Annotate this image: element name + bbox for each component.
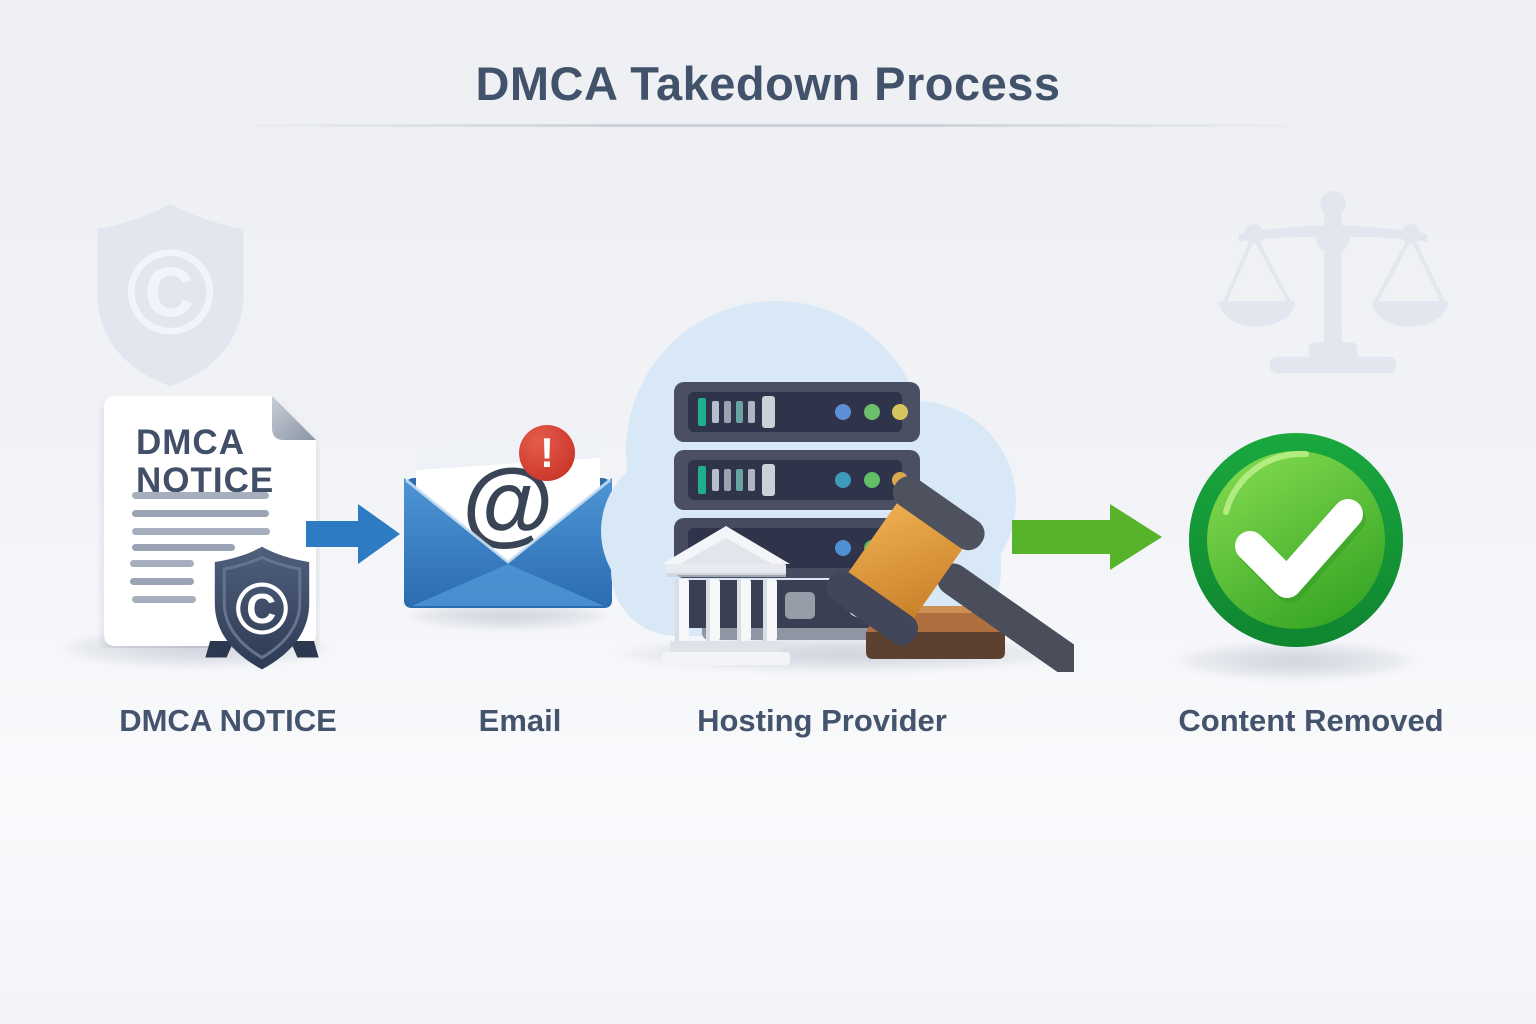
copyright-shield-watermark-icon: © bbox=[97, 203, 244, 387]
document-folded-corner bbox=[272, 396, 316, 440]
gavel-head-and-handle bbox=[826, 476, 1074, 672]
envelope-bottom-fold bbox=[412, 564, 604, 606]
checkmark bbox=[1235, 499, 1363, 598]
copyright-shield-badge-icon: © bbox=[205, 546, 319, 670]
alert-badge-icon: ! bbox=[519, 425, 575, 481]
arrow-hosting-to-removed bbox=[1012, 504, 1162, 570]
server-unit-1 bbox=[674, 382, 920, 442]
document-title-line1: DMCA bbox=[136, 423, 245, 462]
gavel-handle bbox=[937, 563, 1074, 672]
gavel-icon bbox=[826, 476, 1074, 672]
title-divider bbox=[220, 124, 1320, 127]
step-label-hosting-provider: Hosting Provider bbox=[697, 703, 947, 738]
watermark-copyright-symbol: © bbox=[126, 224, 215, 359]
bank-columns bbox=[675, 579, 777, 641]
green-check-circle-icon bbox=[1189, 433, 1403, 647]
email-envelope-icon: @ ! bbox=[404, 425, 612, 608]
step-label-email: Email bbox=[478, 703, 562, 738]
scales-of-justice-watermark-icon bbox=[1218, 190, 1449, 374]
bank-building-icon bbox=[662, 526, 790, 665]
document-text-lines bbox=[130, 492, 270, 603]
exclamation-mark: ! bbox=[540, 429, 554, 476]
page-title: DMCA Takedown Process bbox=[475, 57, 1061, 110]
envelope-front-pocket bbox=[404, 478, 612, 608]
server-unit-2 bbox=[674, 450, 920, 510]
check-shadow bbox=[1178, 642, 1414, 680]
arrow-notice-to-email bbox=[306, 504, 400, 564]
step-label-content-removed: Content Removed bbox=[1178, 703, 1444, 738]
badge-copyright-symbol: © bbox=[235, 568, 289, 650]
step-label-dmca-notice: DMCA NOTICE bbox=[119, 703, 337, 738]
